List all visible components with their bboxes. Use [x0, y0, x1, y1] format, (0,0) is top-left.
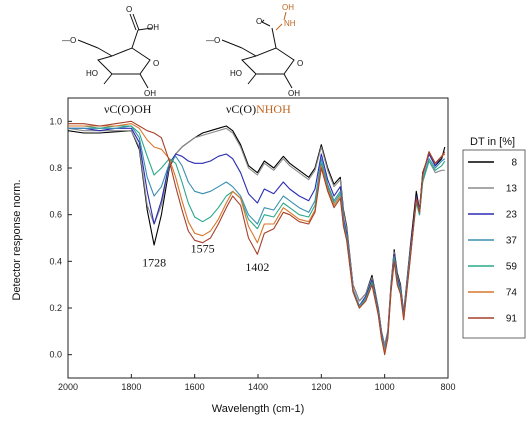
- y-axis-title: Detector response norm.: [11, 179, 23, 300]
- y-axis-ticks: 0.0 0.2 0.4 0.6 0.8 1.0: [49, 116, 72, 360]
- series-line-dt-91: [68, 120, 446, 356]
- x-tick-label: 1600: [185, 382, 205, 392]
- atom-left-o-ring: O: [153, 59, 159, 68]
- series-lines: [67, 120, 446, 356]
- y-tick-label: 0.6: [49, 210, 62, 220]
- atom-right-methoxy: —O: [206, 36, 220, 45]
- structure-hydroxamic-acid: [221, 19, 295, 89]
- legend-label-dt-91: 91: [506, 314, 518, 325]
- peak-label-1728: 1728: [142, 255, 166, 269]
- legend: 8 13 23 37 59 74 91: [468, 158, 517, 325]
- atom-left-oh-top: OH: [147, 23, 159, 32]
- structure-hydroxamic-n-bonds: [275, 11, 287, 31]
- peak-label-1575: 1575: [191, 241, 215, 255]
- y-tick-label: 0.0: [49, 350, 62, 360]
- y-tick-label: 0.2: [49, 303, 62, 313]
- structure-carboxylic-acid: [77, 13, 153, 89]
- y-tick-label: 0.4: [49, 256, 62, 266]
- legend-label-dt-8: 8: [511, 158, 517, 169]
- label-hydroxamic-prefix: νC(O): [226, 102, 256, 116]
- peak-label-1402: 1402: [245, 260, 269, 274]
- legend-label-dt-23: 23: [506, 210, 518, 221]
- label-hydroxamic-stretch: νC(O)NHOH: [226, 102, 291, 116]
- x-tick-label: 1200: [311, 382, 331, 392]
- y-tick-label: 1.0: [49, 116, 62, 126]
- atom-left-oh-bottom: OH: [144, 89, 156, 98]
- legend-label-dt-37: 37: [506, 236, 518, 247]
- legend-title: DT in [%]: [470, 136, 515, 148]
- atom-left-methoxy: —O: [62, 36, 76, 45]
- x-axis-ticks: 2000 1800 1600 1400 1200 1000 800: [58, 374, 456, 392]
- x-tick-label: 1400: [248, 382, 268, 392]
- atom-right-ho: HO: [230, 69, 242, 78]
- label-carboxylic-stretch: νC(O)OH: [104, 102, 152, 116]
- atom-left-ho: HO: [86, 69, 98, 78]
- label-hydroxamic-suffix: NHOH: [256, 102, 291, 116]
- legend-label-dt-13: 13: [506, 184, 518, 195]
- plot-frame: [67, 97, 449, 379]
- legend-label-dt-59: 59: [506, 262, 518, 273]
- atom-right-o-ring: O: [297, 59, 303, 68]
- atom-right-oh-top: OH: [282, 3, 294, 12]
- atom-right-oh-bottom: OH: [288, 89, 300, 98]
- y-tick-label: 0.8: [49, 163, 62, 173]
- series-line-dt-8: [67, 125, 446, 346]
- series-line-dt-59: [68, 125, 446, 353]
- x-tick-label: 800: [440, 382, 455, 392]
- atom-left-o-carbonyl: O: [126, 5, 132, 14]
- x-tick-label: 1000: [375, 382, 395, 392]
- atom-right-nh: NH: [284, 19, 296, 28]
- x-tick-label: 1800: [121, 382, 141, 392]
- series-line-dt-13: [67, 127, 445, 346]
- x-tick-label: 2000: [58, 382, 78, 392]
- legend-label-dt-74: 74: [506, 288, 518, 299]
- atom-right-o-carbonyl: O: [256, 17, 262, 26]
- legend-box: [462, 149, 526, 339]
- x-axis-title: Wavelength (cm-1): [212, 403, 305, 415]
